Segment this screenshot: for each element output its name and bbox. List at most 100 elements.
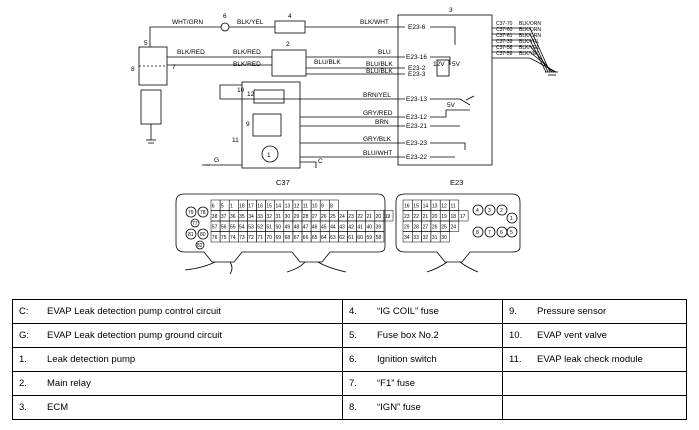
c37-pin-number: 35: [239, 214, 245, 220]
c37-pin-number: 1: [230, 204, 233, 210]
c37-pin-number: 23: [348, 214, 354, 220]
legend-row: G: EVAP Leak detection pump ground circui…: [12, 323, 687, 348]
label-n9: 9: [246, 121, 250, 128]
c37-pin-number: 22: [357, 214, 363, 220]
legend-text: Ignition switch: [377, 354, 437, 365]
label-n3: 3: [449, 7, 453, 14]
legend-cell: 3.ECM: [12, 395, 343, 420]
e23-pin-number: 24: [451, 225, 457, 231]
label-n4: 4: [288, 13, 292, 20]
c37-pin-number: 39: [376, 225, 382, 231]
wire-blk-red-2: BLK/RED: [233, 49, 261, 56]
e23-side-pin: 5: [510, 230, 513, 236]
label-n6: 6: [223, 13, 227, 20]
c37-pin-number: 50: [276, 225, 282, 231]
c37-pin-number: 41: [357, 225, 363, 231]
c37-side-pin: 78: [200, 210, 206, 216]
c37-pin-number: 51: [266, 225, 272, 231]
legend-text: “IGN” fuse: [377, 402, 421, 413]
label-n5: 5: [144, 40, 148, 47]
legend-key: 1.: [19, 354, 27, 365]
wire-blu: BLU: [378, 49, 391, 56]
c37-pin-number: 66: [303, 235, 309, 241]
c37-pin-number: 73: [239, 235, 245, 241]
pin-e23-22: E23-22: [406, 154, 427, 161]
e23-connector: [395, 193, 521, 263]
c37-pin-number: 21: [367, 214, 373, 220]
e23-side-pin: 6: [500, 230, 503, 236]
c37-pin-number: 64: [321, 235, 327, 241]
c37-pin-number: 33: [257, 214, 263, 220]
legend-cell: [502, 395, 687, 420]
legend-text: EVAP Leak detection pump control circuit: [47, 306, 221, 317]
label-n8: 8: [131, 66, 135, 73]
legend-key: 4.: [349, 306, 357, 317]
label-c: C: [318, 158, 323, 165]
legend-key: 5.: [349, 330, 357, 341]
pin-e23-21: E23-21: [406, 123, 427, 130]
wire-blu-blk-2: BLU/BLK: [366, 61, 393, 68]
legend-key: 11.: [509, 354, 522, 365]
c37-pin-number: 69: [276, 235, 282, 241]
legend-key: G:: [19, 330, 30, 341]
c37-pin-number: 42: [348, 225, 354, 231]
legend-text: Fuse box No.2: [377, 330, 439, 341]
legend-text: Main relay: [47, 378, 91, 389]
c37-wire-label: BLK/ORN: [519, 27, 541, 33]
c37-pin-number: 61: [348, 235, 354, 241]
e23-pin-number: 23: [404, 214, 410, 220]
c37-pin-label: C37-70: [496, 21, 513, 27]
label-n10: 10: [237, 87, 245, 94]
leak-check-module: [241, 81, 301, 169]
label-n1: 1: [267, 152, 271, 159]
leak-detection-pump: [261, 145, 279, 163]
c37-side-pin: 80: [200, 232, 206, 238]
ignition-switch: [220, 22, 230, 32]
c37-pin-number: 59: [367, 235, 373, 241]
legend-text: “IG COIL” fuse: [377, 306, 439, 317]
e23-cavity: [458, 210, 469, 222]
c37-pin-number: 16: [257, 204, 263, 210]
c37-pin-number: 72: [248, 235, 254, 241]
e23-pin-number: 11: [451, 204, 456, 210]
legend-cell: 2.Main relay: [12, 371, 343, 396]
wire-blk-wht: BLK/WHT: [360, 19, 389, 26]
c37-wire-label: BLK/ORN: [519, 33, 541, 39]
e23-pin-number: 31: [432, 235, 438, 241]
c37-pin-number: 45: [321, 225, 327, 231]
e23-pin-number: 15: [413, 204, 419, 210]
c37-pin-number: 26: [321, 214, 327, 220]
pin-e23-6: E23-6: [408, 24, 426, 31]
c37-pin-number: 65: [312, 235, 318, 241]
c37-pin-number: 74: [230, 235, 236, 241]
e23-pin-number: 26: [432, 225, 438, 231]
c37-pin-number: 47: [303, 225, 309, 231]
e23-cavity: [449, 220, 460, 232]
c37-pin-number: 63: [330, 235, 336, 241]
legend-key: 9.: [509, 306, 517, 317]
e23-side-pin: 1: [510, 216, 513, 222]
legend-text: EVAP Leak detection pump ground circuit: [47, 330, 222, 341]
legend-text: ECM: [47, 402, 69, 413]
e23-pin-number: 34: [404, 235, 410, 241]
vent-valve: [253, 89, 285, 104]
e23-pin-number: 16: [404, 204, 410, 210]
e23-cavity: [439, 231, 450, 243]
legend-key: 10.: [509, 330, 523, 341]
wire-blu-blk-3: BLU/BLK: [366, 68, 393, 75]
wire-blk-yel: BLK/YEL: [237, 19, 264, 26]
e23-pin-number: 12: [441, 204, 447, 210]
c37-pin-label: C37-58: [496, 45, 513, 51]
c37-cavity: [374, 231, 385, 243]
label-n7: 7: [172, 64, 176, 71]
e23-side-pin: 7: [488, 230, 491, 236]
c37-pin-number: 44: [330, 225, 336, 231]
wire-wht-grn: WHT/GRN: [172, 19, 203, 26]
e23-title: E23: [450, 178, 463, 187]
e23-pin-number: 18: [451, 214, 457, 220]
c37-pin-number: 46: [312, 225, 318, 231]
legend-cell: 10.EVAP vent valve: [502, 323, 687, 348]
c37-pin-number: 24: [339, 214, 345, 220]
